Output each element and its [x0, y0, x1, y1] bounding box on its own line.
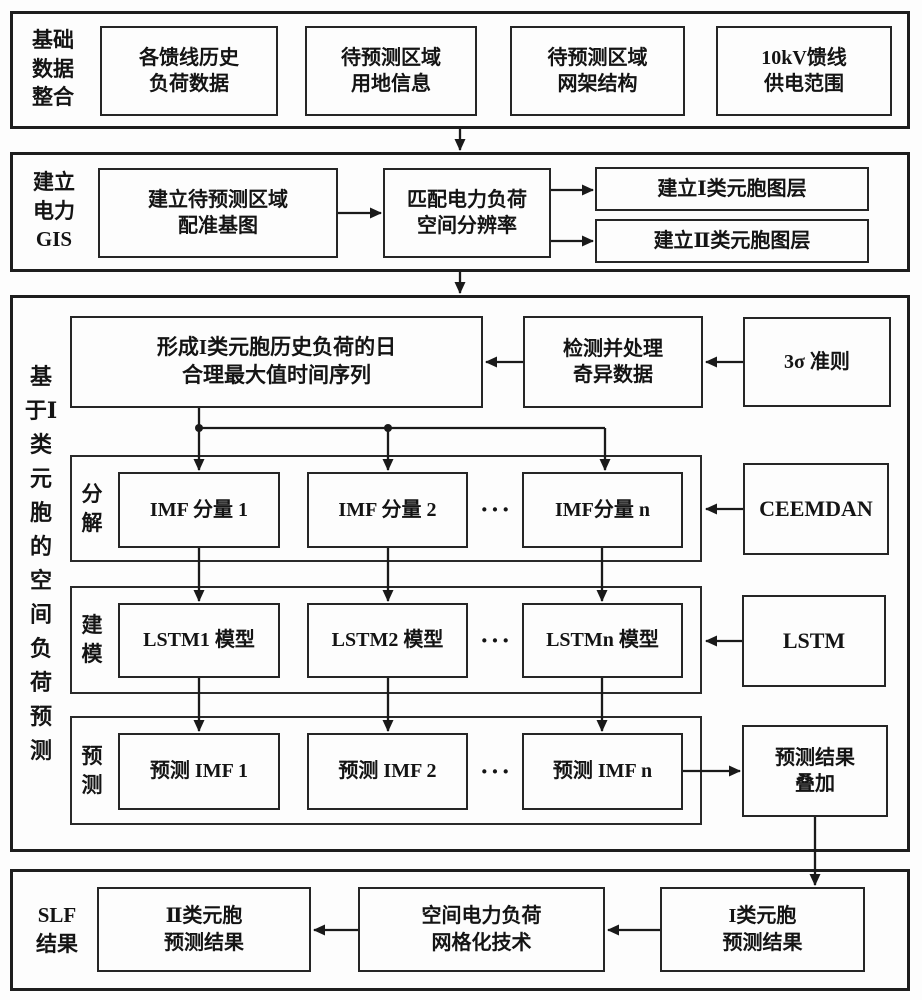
group-modeling-label: 建 模	[81, 613, 103, 666]
box-cell2-forecast-result: Ⅱ类元胞 预测结果	[97, 887, 311, 972]
box-predict-imf-n: 预测 IMF n	[522, 733, 683, 810]
box-land-use-info: 待预测区域 用地信息	[305, 26, 477, 116]
box-lstm1-model: LSTM1 模型	[118, 603, 280, 678]
section-slf-results	[10, 869, 910, 991]
section-slf-results-label: SLF 结果	[36, 903, 78, 956]
section-power-gis	[10, 152, 910, 272]
section-base-data-label: 基础 数据 整合	[32, 27, 74, 110]
box-imf-component-2: IMF 分量 2	[307, 472, 468, 548]
box-cell-layer-2: 建立Ⅱ类元胞图层	[595, 219, 869, 263]
box-predict-imf-2: 预测 IMF 2	[307, 733, 468, 810]
box-imf-component-n: IMF分量 n	[522, 472, 683, 548]
ellipsis-modeling: ···	[479, 625, 512, 655]
box-outlier-processing: 检测并处理 奇异数据	[523, 316, 703, 408]
group-decompose-label: 分 解	[81, 482, 103, 535]
group-modeling	[70, 586, 702, 694]
group-predict-label: 预 测	[81, 744, 103, 797]
ellipsis-predict: ···	[479, 756, 512, 786]
box-lstmn-model: LSTMn 模型	[522, 603, 683, 678]
box-spatial-load-gridding: 空间电力负荷 网格化技术	[358, 887, 605, 972]
section-cell1-forecast	[10, 295, 910, 852]
box-feeder-history-load: 各馈线历史 负荷数据	[100, 26, 278, 116]
ellipsis-decompose: ···	[479, 495, 512, 524]
box-spatial-resolution: 匹配电力负荷 空间分辨率	[383, 168, 551, 258]
box-predict-imf-1: 预测 IMF 1	[118, 733, 280, 810]
box-grid-structure: 待预测区域 网架结构	[510, 26, 685, 116]
section-base-data	[10, 11, 910, 129]
section-power-gis-label: 建立 电力 GIS	[33, 169, 75, 252]
box-superpose-results: 预测结果 叠加	[742, 725, 888, 817]
box-10kv-supply-range: 10kV馈线 供电范围	[716, 26, 892, 116]
box-ceemdan: CEEMDAN	[743, 463, 889, 555]
box-3sigma-rule: 3σ 准则	[743, 317, 891, 407]
box-lstm2-model: LSTM2 模型	[307, 603, 468, 678]
box-registration-base-map: 建立待预测区域 配准基图	[98, 168, 338, 258]
box-daily-max-time-series: 形成I类元胞历史负荷的日 合理最大值时间序列	[70, 316, 483, 408]
box-imf-component-1: IMF 分量 1	[118, 472, 280, 548]
box-lstm: LSTM	[742, 595, 886, 687]
box-cell1-forecast-result: I类元胞 预测结果	[660, 887, 865, 972]
group-decompose	[70, 455, 702, 562]
section-cell1-forecast-label: 基于Ⅰ类元胞的空间负荷预测	[24, 364, 58, 763]
box-cell-layer-1: 建立Ⅰ类元胞图层	[595, 167, 869, 211]
